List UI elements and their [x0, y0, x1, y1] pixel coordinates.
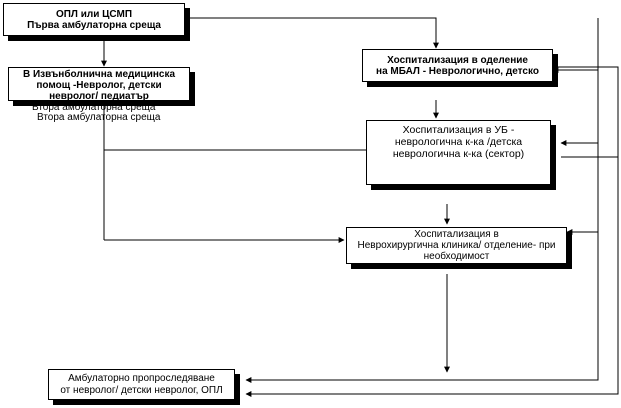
arrow-return-to-mbal: [552, 18, 599, 73]
arrow-primary-to-mbal: [186, 17, 439, 49]
primary-care-box: ОПЛ или ЦСМП Първа амбулаторна среща: [3, 3, 185, 36]
outpatient-specialist-box: В Извънболнична медицинска помощ -Неврол…: [8, 67, 190, 102]
neurosurgery-hospitalization-box: Хоспитализация в Неврохирургична клиника…: [346, 227, 567, 264]
outpatient-specialist-line-3: невролог/ педиатър: [49, 91, 149, 102]
second-meeting-label-b: Втора амбулаторна среща: [37, 112, 161, 123]
followup-box: Амбулаторно пропроследяване от невролог/…: [48, 369, 235, 400]
mbal-line-2: на МБАЛ - Неврологично, детско: [376, 65, 539, 77]
followup-line-2: от невролог/ детски невролог, ОПЛ: [60, 384, 223, 396]
ub-line-3: неврологична к-ка (сектор): [392, 148, 525, 160]
primary-care-line-1: ОПЛ или ЦСМП: [55, 8, 133, 20]
mbal-line-1: Хоспитализация в оделение: [387, 54, 528, 66]
neurosurgery-line-2: Неврохирургична клиника/ отделение- при: [357, 240, 556, 251]
second-meeting-label-a: Втора амбулаторна среща: [32, 102, 156, 113]
arrow-primary-to-followup: [245, 18, 599, 383]
outpatient-specialist-line-2: помощ -Невролог, детски: [36, 80, 162, 91]
ub-line-1: Хоспитализация в УБ -: [402, 124, 515, 136]
mbal-hospitalization-box: Хоспитализация в оделение на МБАЛ - Невр…: [362, 49, 553, 82]
ub-line-2: неврологична к-ка /детска: [394, 136, 523, 148]
neurosurgery-line-1: Хоспитализация в: [414, 229, 499, 240]
followup-line-1: Амбулаторно пропроследяване: [68, 372, 215, 384]
ub-hospitalization-box: Хоспитализация в УБ - неврологична к-ка …: [366, 120, 551, 185]
primary-care-line-2: Първа амбулаторна среща: [27, 19, 161, 31]
outpatient-specialist-line-1: В Извънболнична медицинска: [22, 69, 176, 80]
arrow-mbal-to-followup: [245, 66, 619, 397]
neurosurgery-line-3: необходимост: [423, 251, 490, 262]
